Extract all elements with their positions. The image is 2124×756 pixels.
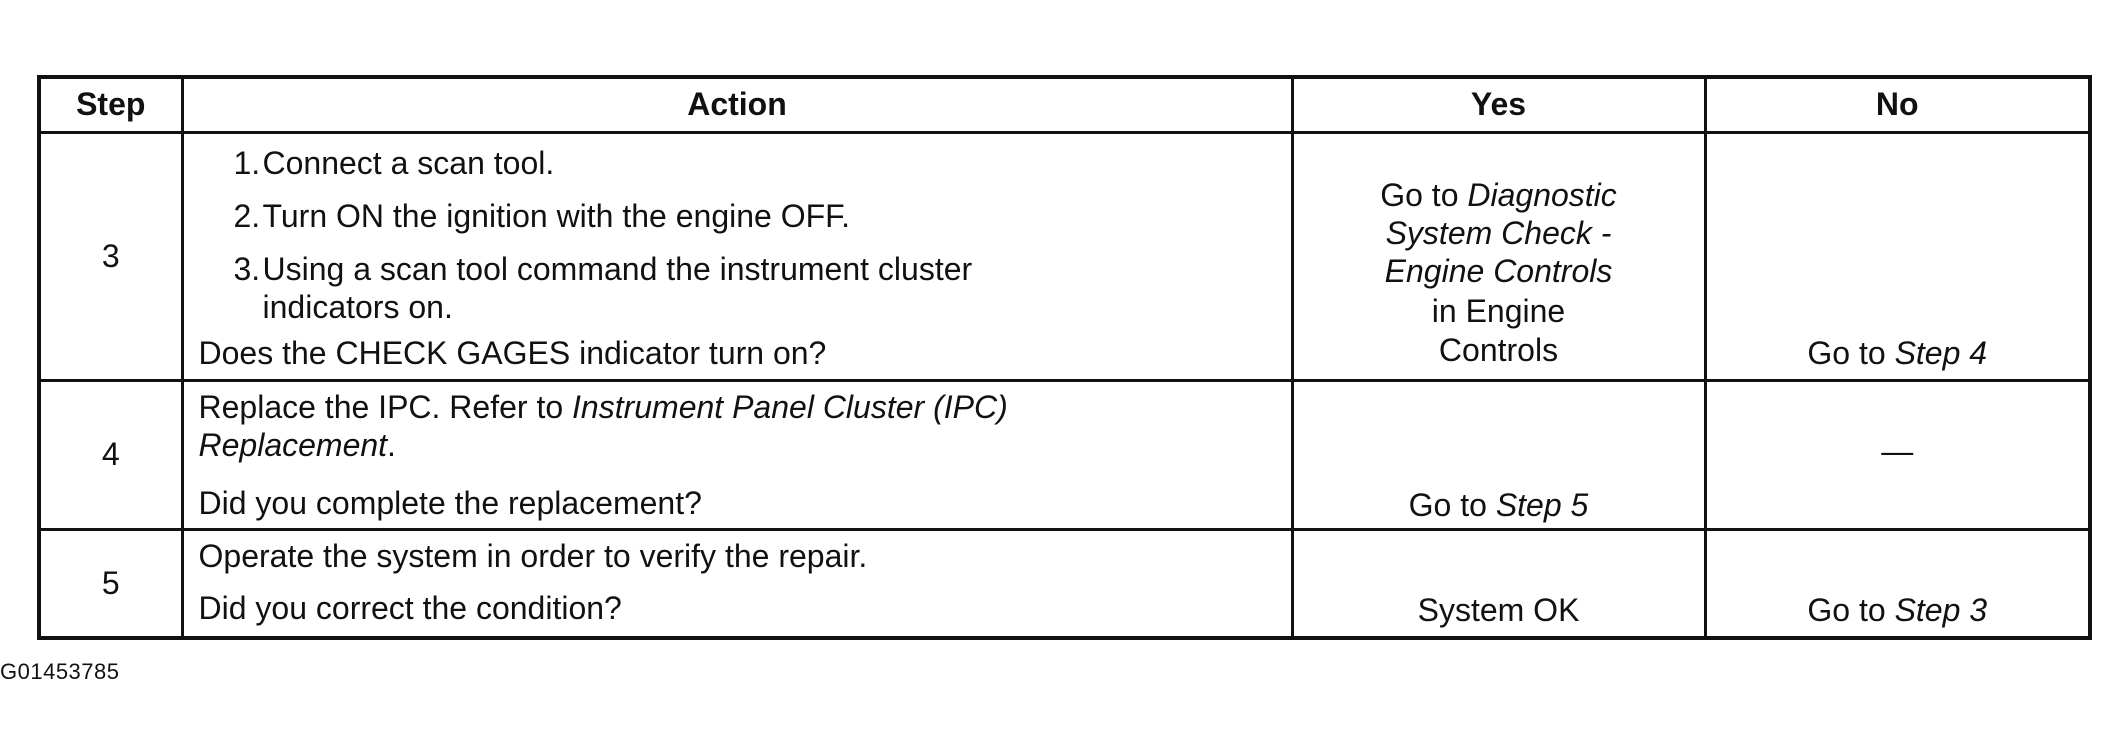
figure-id: G01453785 xyxy=(0,659,120,684)
step-number: 4 xyxy=(37,378,184,531)
action-cell: Replace the IPC. Refer to Instrument Pan… xyxy=(180,378,1294,531)
action-line-1: Replace the IPC. Refer to Instrument Pan… xyxy=(198,388,1008,425)
yes-cell: Go to Diagnostic System Check - Engine C… xyxy=(1290,130,1707,382)
table-row-step-4: 4 Replace the IPC. Refer to Instrument P… xyxy=(37,378,2092,531)
list-number: 2. xyxy=(233,197,261,234)
action-line-1: Operate the system in order to verify th… xyxy=(198,537,868,574)
yes-line-1: Go to Diagnostic xyxy=(1380,176,1617,213)
table-row-step-5: 5 Operate the system in order to verify … xyxy=(37,527,2092,640)
no-cell: Go to Step 3 xyxy=(1703,527,2092,640)
yes-link-line-2[interactable]: System Check - xyxy=(1385,214,1612,251)
list-item-text: Using a scan tool command the instrument… xyxy=(262,250,973,287)
header-step: Step xyxy=(37,75,184,134)
ipc-replacement-link-continued[interactable]: Replacement xyxy=(198,426,388,463)
diagnostic-table: Step Action Yes No 3 1. Connect a scan t… xyxy=(37,75,2092,640)
step-number: 5 xyxy=(37,527,184,640)
no-cell: — xyxy=(1703,378,2092,531)
list-item-text: Connect a scan tool. xyxy=(262,144,555,181)
no-goto: Go to Step 4 xyxy=(1807,334,1988,371)
yes-text: System OK xyxy=(1417,591,1580,628)
header-action: Action xyxy=(180,75,1294,134)
list-item-text: Turn ON the ignition with the engine OFF… xyxy=(262,197,851,234)
list-number: 1. xyxy=(233,144,261,181)
header-yes: Yes xyxy=(1290,75,1707,134)
header-no: No xyxy=(1703,75,2092,134)
list-item-text-continued: indicators on. xyxy=(262,288,453,325)
step-link[interactable]: Step 3 xyxy=(1894,591,1988,628)
action-cell: 1. Connect a scan tool. 2. Turn ON the i… xyxy=(180,130,1294,382)
yes-line-5: Controls xyxy=(1438,331,1559,368)
yes-link-line-3[interactable]: Engine Controls xyxy=(1384,252,1613,289)
action-question: Did you complete the replacement? xyxy=(198,484,702,521)
header-row: Step Action Yes No xyxy=(37,75,2092,134)
yes-cell: System OK xyxy=(1290,527,1707,640)
no-cell: Go to Step 4 xyxy=(1703,130,2092,382)
no-dash: — xyxy=(1881,432,1914,469)
yes-line-4: in Engine xyxy=(1431,292,1566,329)
step-number: 3 xyxy=(37,130,184,382)
yes-cell: Go to Step 5 xyxy=(1290,378,1707,531)
action-question: Does the CHECK GAGES indicator turn on? xyxy=(198,334,827,371)
diagnostic-link[interactable]: Diagnostic xyxy=(1467,176,1617,213)
step-link[interactable]: Step 5 xyxy=(1495,486,1589,523)
table-row-step-3: 3 1. Connect a scan tool. 2. Turn ON the… xyxy=(37,130,2092,382)
action-question: Did you correct the condition? xyxy=(198,589,622,626)
action-line-2: Replacement. xyxy=(198,426,396,463)
yes-goto: Go to Step 5 xyxy=(1408,486,1589,523)
no-goto: Go to Step 3 xyxy=(1807,591,1988,628)
action-cell: Operate the system in order to verify th… xyxy=(180,527,1294,640)
ipc-replacement-link[interactable]: Instrument Panel Cluster (IPC) xyxy=(572,388,1008,425)
list-number: 3. xyxy=(233,250,261,287)
step-link[interactable]: Step 4 xyxy=(1894,334,1988,371)
